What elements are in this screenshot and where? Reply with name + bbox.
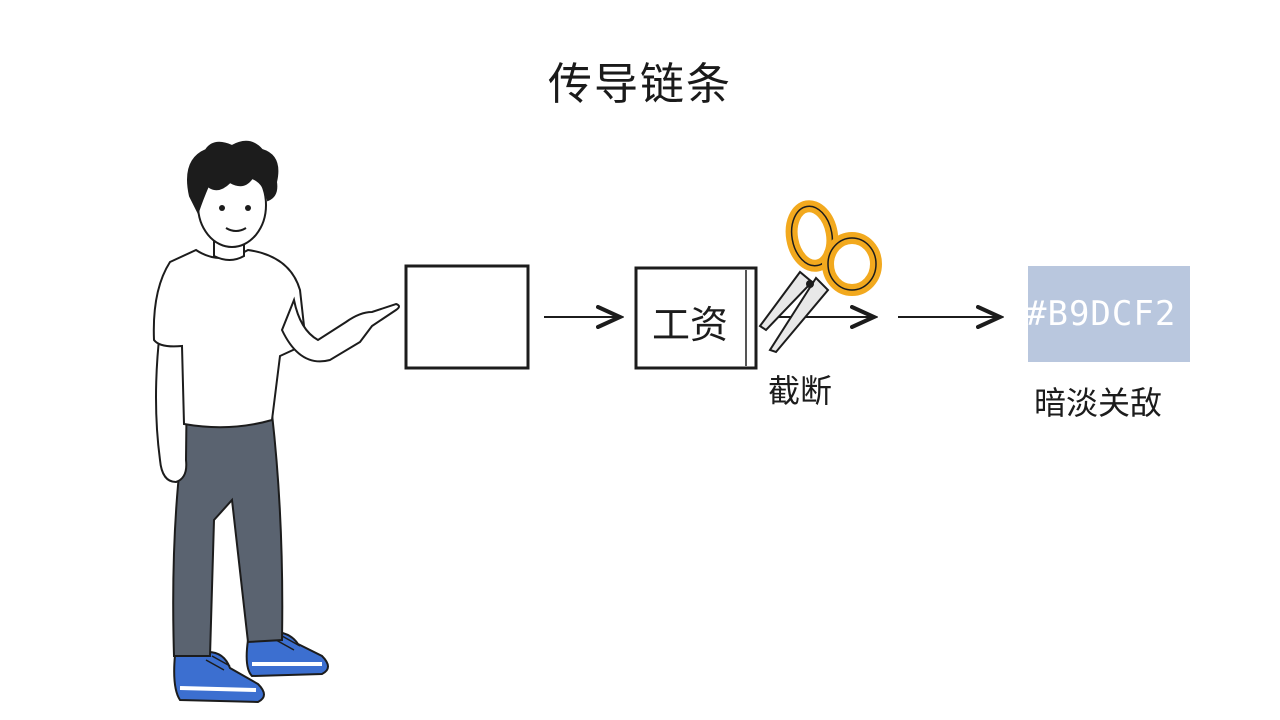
pointing-arm [280, 296, 400, 363]
shoes [173, 630, 329, 704]
pants [172, 412, 284, 657]
diagram-title: 传导链条 [548, 59, 732, 110]
faded-label: 暗淡关敌 [1034, 384, 1163, 422]
cut-label: 截断 [768, 372, 833, 410]
scissors-icon [758, 200, 882, 354]
hair [187, 140, 279, 215]
wage-box-label: 工资 [652, 303, 729, 347]
person-illustration [152, 140, 400, 704]
swatch-label: #B9DCF2 [1026, 294, 1177, 334]
shirt [152, 248, 308, 429]
color-swatch [1028, 266, 1190, 362]
wage-box [634, 266, 758, 370]
empty-box [404, 264, 530, 370]
